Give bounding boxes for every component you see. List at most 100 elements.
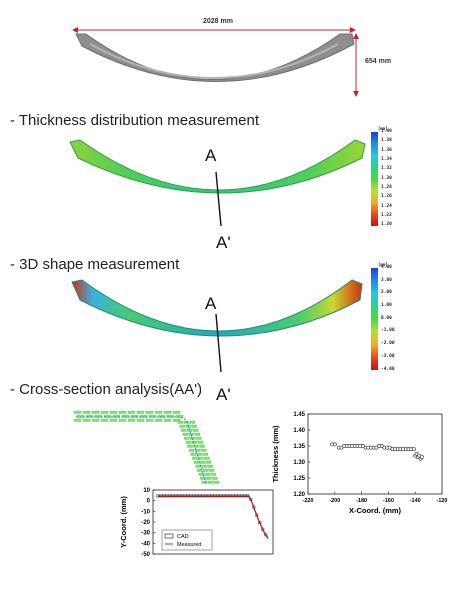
mesh-cell [193,428,199,432]
gray-part-highlight [89,43,339,79]
ycoord-chart-ytick-label: 0 [147,499,151,505]
ycoord-cad-marker [249,498,253,501]
mesh-cell [195,448,201,452]
thickness-colorbar [371,132,378,226]
thickness-data-point [361,444,365,448]
shape-colorbar-labels: 4.00 3.00 2.00 1.00 0.00 -1.00 -2.00 -3.… [381,265,403,372]
shape-colorbar-label: 0.00 [381,315,392,321]
shape-colorbar-label: 1.00 [381,303,392,309]
ycoord-cad-marker [204,494,208,498]
mesh-cell [199,444,205,448]
mesh-cell [127,418,136,422]
mesh-cell [175,414,184,418]
section-line-aa [215,171,222,227]
thickness-colorbar-label: 1.30 [381,175,392,181]
ycoord-cad-marker [234,494,238,498]
thickness-colorbar-unit: [mm] [378,126,388,131]
thickness-chart-xtick-label: -140 [410,498,421,504]
section-title-thickness: - Thickness distribution measurement [10,112,259,129]
ycoord-cad-marker [174,494,178,498]
width-dimension-label: 2028 mm [203,18,233,25]
mesh-cell [100,418,109,422]
thickness-colorbar-label: 1.40 [381,129,392,134]
ycoord-cad-marker [258,521,262,524]
ycoord-cad-marker [159,494,163,498]
mesh-cell [82,410,91,414]
shape-colorbar-label: 2.00 [381,290,392,296]
ycoord-cad-marker [195,494,199,498]
mesh-cell [196,436,202,440]
mesh-cell [201,464,207,468]
thickness-data-point [387,445,392,450]
mesh-cell [157,414,166,418]
section-line-aa [215,313,222,373]
mesh-cell [181,428,187,432]
mesh-cell [118,418,127,422]
marker-a-prime: A' [216,233,231,252]
thickness-colorbar-labels: 1.40 1.38 1.36 1.34 1.32 1.30 1.28 1.26 … [381,129,401,228]
marker-a: A [205,146,217,165]
ycoord-cad-marker [198,494,202,498]
thickness-data-point [374,445,379,450]
thickness-colorbar-label: 1.36 [381,147,392,153]
mesh-cell [145,410,154,414]
mesh-cell [198,472,204,476]
ycoord-chart-ytick-label: -40 [141,541,150,547]
section-title-3d-shape: - 3D shape measurement [10,256,180,273]
shape-colorbar-label: -2.00 [381,341,395,347]
mesh-cell [112,414,121,418]
mesh-cell [127,410,136,414]
thickness-colorbar-label: 1.34 [381,157,392,163]
mesh-cell [91,410,100,414]
mesh-cell [177,420,184,424]
mesh-cell [91,418,100,422]
mesh-cell [154,418,163,422]
thickness-colorbar-label: 1.20 [381,222,392,228]
marker-a-prime: A' [216,385,231,404]
mesh-cell [121,414,130,418]
ycoord-cad-marker [156,494,160,498]
mesh-cell [82,418,91,422]
mesh-cell [190,452,196,456]
legend-cad-label: CAD [177,534,189,540]
mesh-cell [197,468,203,472]
thickness-colorbar-label: 1.38 [381,138,392,144]
thickness-chart-xtick-label: -120 [436,498,447,504]
mesh-cell [179,424,185,428]
mesh-cell [109,410,118,414]
mesh-cell [212,476,218,480]
mesh-cell [193,460,200,464]
ycoord-chart-ytick-label: -50 [141,552,150,558]
mesh-cell [189,448,195,452]
ycoord-cad-marker [231,494,235,498]
ycoord-cad-marker [210,494,214,498]
thickness-chart-xtick-label: -180 [356,498,367,504]
mesh-cell [189,420,196,424]
mesh-cell [201,480,208,484]
mesh-cell [118,410,127,414]
mesh-cell [191,440,198,444]
ycoord-cad-marker [183,494,187,498]
mesh-cell [130,414,139,418]
mesh-cell [200,476,206,480]
thickness-chart-frame [307,413,443,495]
ycoord-legend [161,529,213,551]
mesh-cell [136,410,145,414]
mesh-cell [148,414,157,418]
mesh-cell [203,468,209,472]
mesh-cell [163,418,172,422]
mesh-cell [207,464,213,468]
ycoord-chart-ytick-label: -10 [141,509,150,515]
mesh-cell [199,460,206,464]
thickness-data-point [419,455,424,460]
ycoord-cad-marker [192,494,196,498]
thickness-colorbar-label: 1.32 [381,166,392,172]
mesh-cell [94,414,103,418]
mesh-cell [202,452,208,456]
ycoord-cad-marker [171,494,175,498]
thickness-chart-ytick-label: 1.20 [293,492,305,498]
legend-cad-swatch [164,533,174,539]
shape-colorbar-label: -3.00 [381,353,395,359]
mesh-cell [73,418,82,422]
ycoord-cad-marker [255,513,259,517]
